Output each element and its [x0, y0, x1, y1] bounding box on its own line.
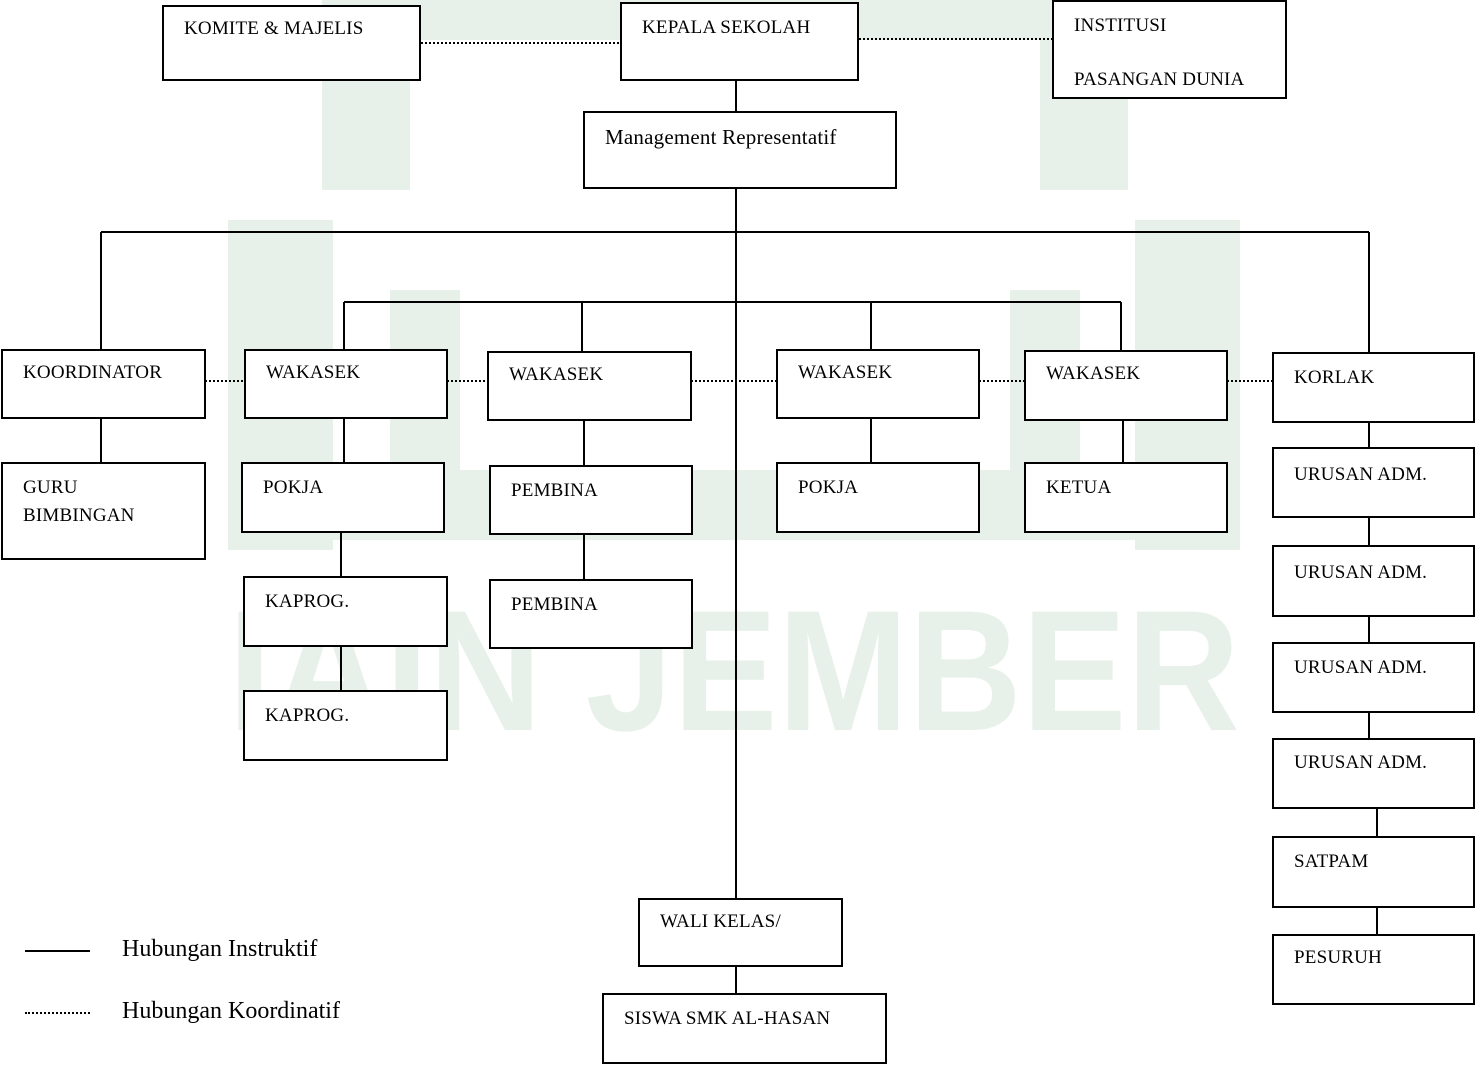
kaprog-1-label: KAPROG. [265, 591, 350, 612]
pokja-2-box: POKJA [776, 462, 980, 533]
urusan-adm-1-label: URUSAN ADM. [1294, 464, 1428, 485]
komite-majelis-label: KOMITE & MAJELIS [184, 18, 364, 39]
wali-kelas-label: WALI KELAS/ [660, 911, 781, 932]
legend-koordinatif-label: Hubungan Koordinatif [122, 998, 340, 1024]
pokja-1-label: POKJA [263, 477, 324, 498]
ketua-label: KETUA [1046, 477, 1112, 498]
institusi-label: INSTITUSI [1074, 15, 1167, 36]
management-representatif-box: Management Representatif [583, 111, 897, 189]
wakasek-3-box: WAKASEK [776, 349, 980, 419]
pokja-1-box: POKJA [241, 462, 445, 533]
urusan-adm-2-box: URUSAN ADM. [1272, 545, 1475, 617]
institusi-pasangan-box: INSTITUSI PASANGAN DUNIA [1052, 0, 1287, 99]
korlak-label: KORLAK [1294, 367, 1375, 388]
kepala-sekolah-box: KEPALA SEKOLAH [620, 2, 859, 81]
wakasek-1-box: WAKASEK [244, 349, 448, 419]
kaprog-2-label: KAPROG. [265, 705, 350, 726]
kaprog-1-box: KAPROG. [243, 576, 448, 647]
pembina-1-box: PEMBINA [489, 465, 693, 535]
koordinator-label: KOORDINATOR [23, 362, 163, 383]
wakasek-2-label: WAKASEK [509, 364, 604, 385]
siswa-box: SISWA SMK AL-HASAN [602, 993, 887, 1064]
pembina-2-box: PEMBINA [489, 579, 693, 649]
pembina-2-label: PEMBINA [511, 594, 598, 615]
pesuruh-box: PESURUH [1272, 934, 1475, 1005]
wakasek-3-label: WAKASEK [798, 362, 893, 383]
urusan-adm-3-label: URUSAN ADM. [1294, 657, 1428, 678]
korlak-box: KORLAK [1272, 352, 1475, 423]
wali-kelas-box: WALI KELAS/ [638, 898, 843, 967]
koordinator-box: KOORDINATOR [1, 349, 206, 419]
pasangan-dunia-label: PASANGAN DUNIA [1074, 69, 1245, 90]
wakasek-4-label: WAKASEK [1046, 363, 1141, 384]
guru-bimbingan-box: GURU BIMBINGAN [1, 462, 206, 560]
kepala-sekolah-label: KEPALA SEKOLAH [642, 17, 811, 38]
management-representatif-label: Management Representatif [605, 125, 837, 149]
pembina-1-label: PEMBINA [511, 480, 598, 501]
wakasek-1-label: WAKASEK [266, 362, 361, 383]
urusan-adm-4-box: URUSAN ADM. [1272, 738, 1475, 809]
legend-instruktif-label: Hubungan Instruktif [122, 936, 318, 962]
urusan-adm-4-label: URUSAN ADM. [1294, 752, 1428, 773]
satpam-label: SATPAM [1294, 851, 1369, 872]
legend-solid-line [25, 950, 90, 952]
satpam-box: SATPAM [1272, 836, 1475, 908]
wakasek-4-box: WAKASEK [1024, 350, 1228, 421]
pokja-2-label: POKJA [798, 477, 859, 498]
guru-label: GURU [23, 477, 78, 498]
urusan-adm-3-box: URUSAN ADM. [1272, 642, 1475, 713]
urusan-adm-1-box: URUSAN ADM. [1272, 447, 1475, 518]
bimbingan-label: BIMBINGAN [23, 505, 135, 526]
pesuruh-label: PESURUH [1294, 947, 1382, 968]
instructive-lines [100, 80, 1378, 994]
coordinative-lines [205, 38, 1273, 382]
wakasek-2-box: WAKASEK [487, 351, 692, 421]
ketua-box: KETUA [1024, 462, 1228, 533]
kaprog-2-box: KAPROG. [243, 690, 448, 761]
legend-dotted-line [25, 1012, 90, 1014]
urusan-adm-2-label: URUSAN ADM. [1294, 562, 1428, 583]
komite-majelis-box: KOMITE & MAJELIS [162, 5, 421, 81]
siswa-label: SISWA SMK AL-HASAN [624, 1008, 831, 1029]
